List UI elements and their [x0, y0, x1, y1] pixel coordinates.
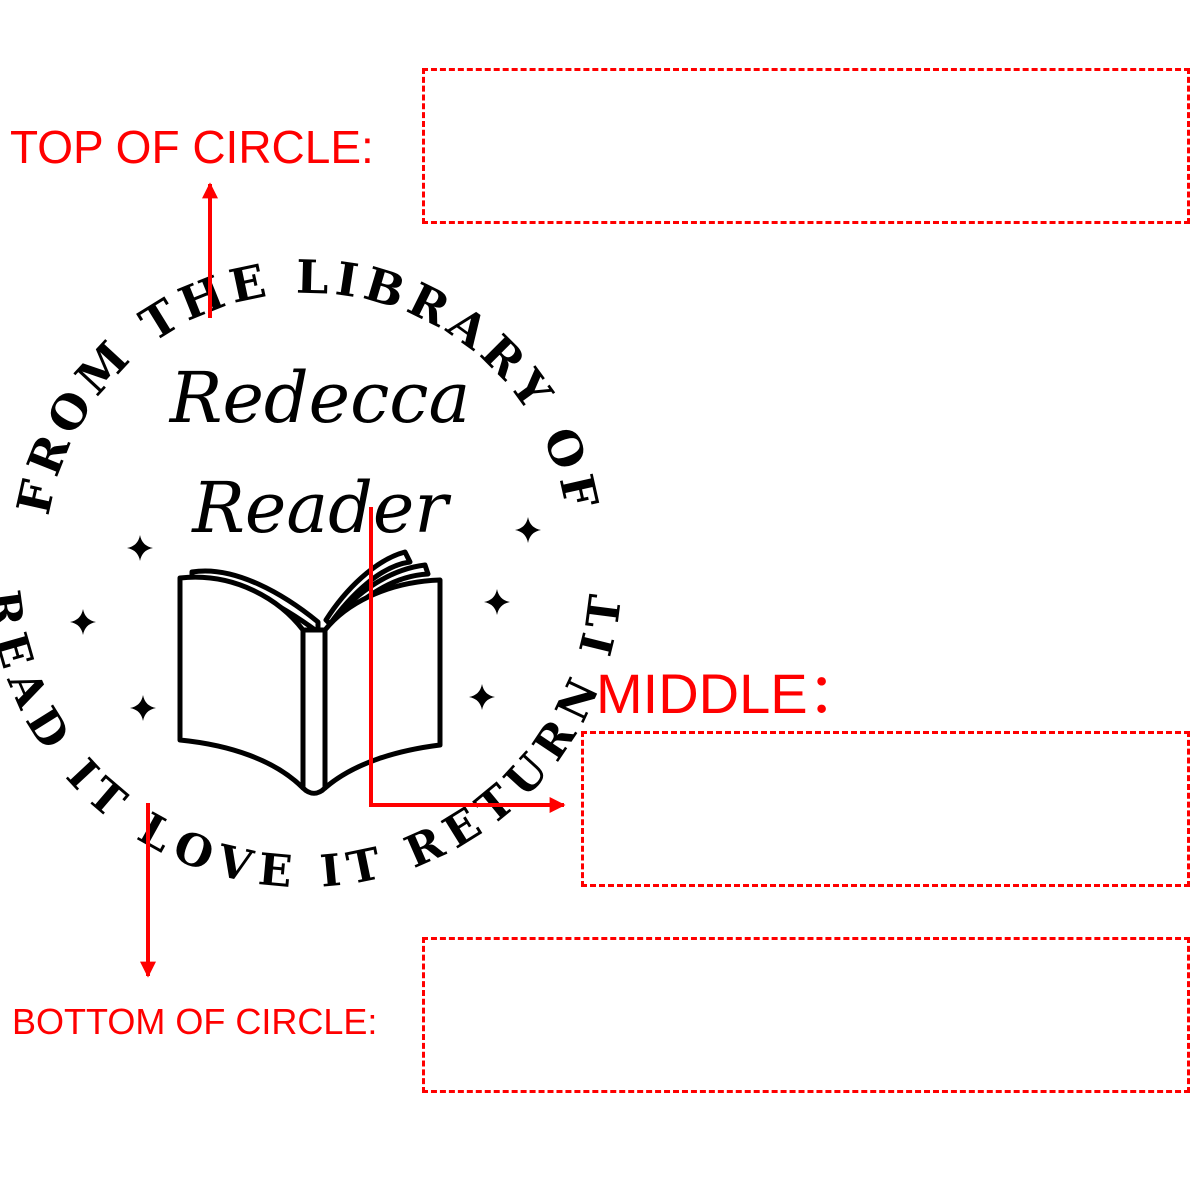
top-of-circle-label: TOP OF CIRCLE: [10, 121, 374, 173]
bottom-of-circle-field[interactable] [422, 937, 1190, 1093]
middle-field[interactable] [581, 731, 1190, 887]
open-book-icon [177, 549, 443, 796]
middle-label: MIDDLE： [596, 662, 864, 725]
middle-arrow [369, 507, 566, 813]
bottom-of-circle-label: BOTTOM OF CIRCLE: [12, 1001, 378, 1042]
stamp-name-line-2: Reader [190, 467, 451, 549]
top-of-circle-field[interactable] [422, 68, 1190, 224]
stamp-name-line-1: Redecca [168, 357, 471, 439]
